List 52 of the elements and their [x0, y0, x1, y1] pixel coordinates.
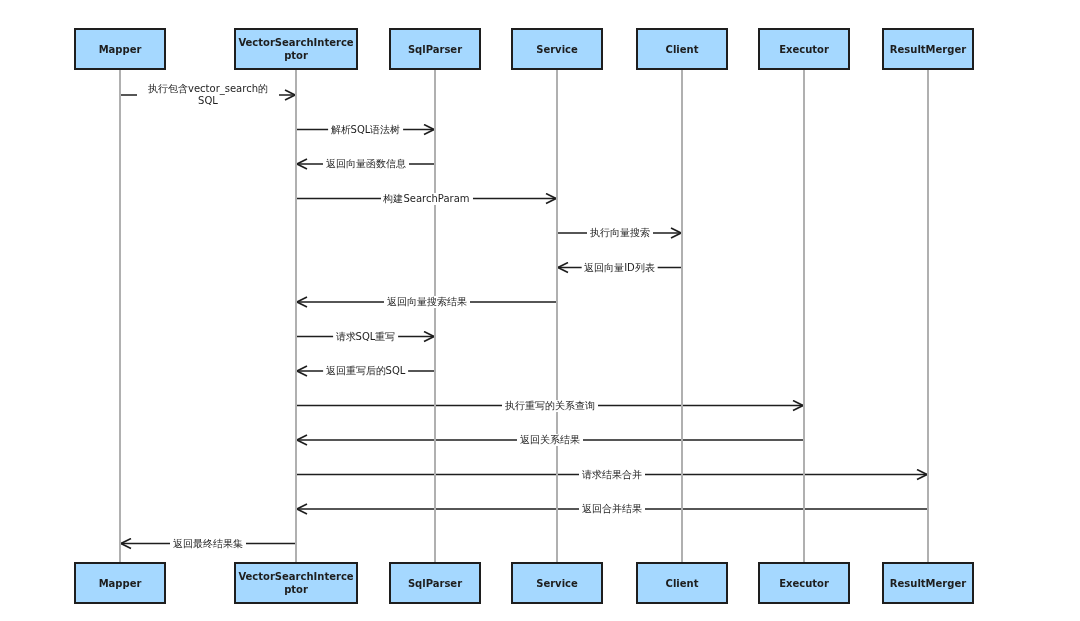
participant-label: SqlParser	[406, 576, 464, 590]
participant-label: Executor	[778, 42, 830, 56]
edge-label: 返回合并结果	[579, 503, 645, 515]
edge-label: 构建SearchParam	[380, 192, 473, 205]
participant-box	[234, 28, 358, 70]
participant-box	[758, 562, 850, 604]
participant-box	[882, 562, 974, 604]
participant-label: Mapper	[97, 576, 143, 590]
edge-label: 执行向量搜索	[586, 227, 653, 239]
lifeline	[803, 70, 805, 562]
participant-label: Service	[535, 42, 579, 56]
lifeline	[681, 70, 683, 562]
message-arrow	[296, 503, 928, 515]
message-arrow	[296, 434, 804, 446]
participant-box	[758, 28, 850, 70]
edge-label: 请求结果合并	[579, 468, 645, 481]
participant-label: Client	[664, 576, 700, 590]
participant-box	[511, 28, 603, 70]
edge-label: 返回最终结果集	[170, 537, 246, 550]
lifeline	[119, 70, 121, 562]
participant-label: Mapper	[97, 42, 143, 56]
participant-label: ResultMerger	[888, 42, 968, 56]
participant-label: SqlParser	[406, 42, 464, 56]
participant-label: VectorSearchInterceptor	[237, 570, 355, 596]
edge-label: 返回重写后的SQL	[322, 365, 409, 377]
edge-label: 返回向量ID列表	[581, 261, 658, 274]
edge-label: 返回向量搜索结果	[383, 296, 470, 308]
lifeline	[556, 70, 558, 562]
participant-box	[636, 28, 728, 70]
message-arrow	[296, 468, 928, 481]
participant-box	[74, 28, 166, 70]
edge-label: 返回关系结果	[517, 434, 583, 446]
participant-box	[389, 562, 481, 604]
participant-box	[234, 562, 358, 604]
lifeline	[927, 70, 929, 562]
edge-label: 解析SQL语法树	[327, 123, 404, 136]
participant-box	[511, 562, 603, 604]
participant-label: Service	[535, 576, 579, 590]
participant-label: VectorSearchInterceptor	[237, 36, 355, 62]
participant-box	[636, 562, 728, 604]
edge-label: 执行包含vector_search的SQL	[137, 83, 279, 107]
participant-label: Client	[664, 42, 700, 56]
lifeline	[295, 70, 297, 562]
participant-label: Executor	[778, 576, 830, 590]
edge-label: 返回向量函数信息	[322, 158, 409, 170]
edge-label: 执行重写的关系查询	[502, 399, 598, 412]
participant-box	[389, 28, 481, 70]
participant-box	[74, 562, 166, 604]
participant-label: ResultMerger	[888, 576, 968, 590]
edge-label: 请求SQL重写	[332, 330, 399, 343]
lifeline	[434, 70, 436, 562]
participant-box	[882, 28, 974, 70]
